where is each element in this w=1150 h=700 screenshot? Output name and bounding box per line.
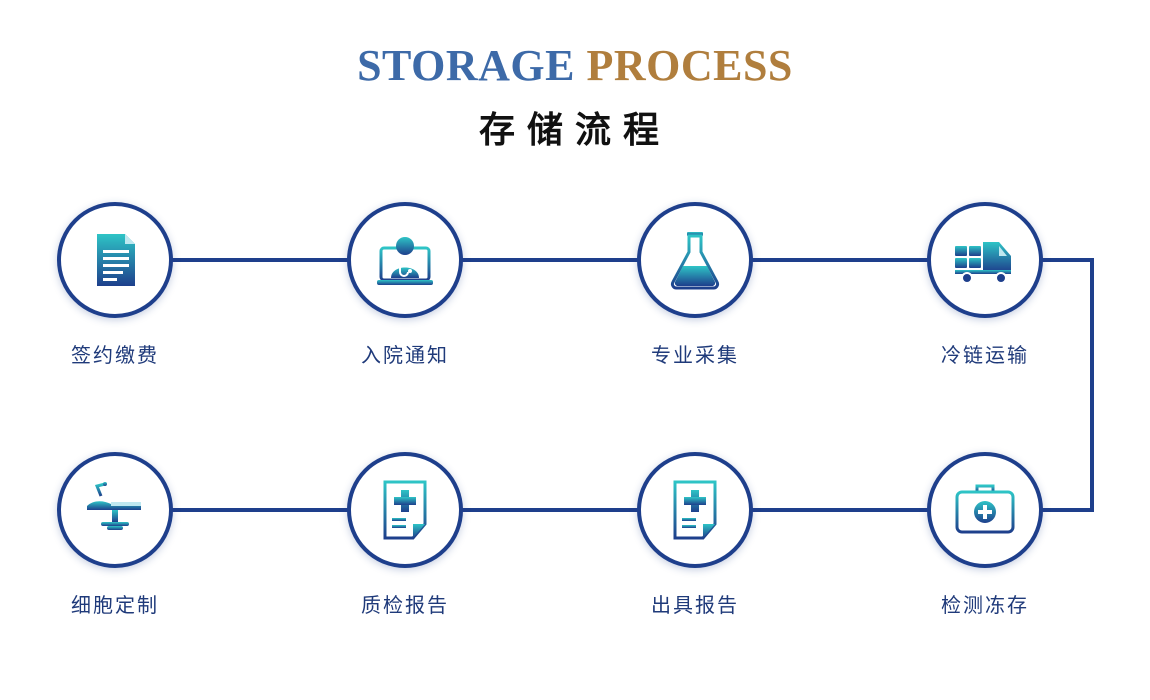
step-label-testing-cryopreservation: 检测冻存 [941, 593, 1029, 617]
truck-icon [955, 242, 1011, 284]
step-label-sign-and-pay: 签约缴费 [71, 343, 159, 367]
step-label-issue-report: 出具报告 [651, 593, 739, 617]
step-issue-report [637, 452, 753, 568]
medical-kit-icon [955, 484, 1015, 534]
flask-icon [670, 232, 720, 290]
operating-table-icon [87, 482, 141, 530]
step-quality-report [347, 452, 463, 568]
title-word-storage: STORAGE [357, 41, 575, 90]
step-label-professional-collection: 专业采集 [651, 343, 739, 367]
page-title-chinese: 存储流程 [478, 109, 671, 151]
step-label-quality-report: 质检报告 [361, 593, 449, 617]
step-label-cell-customization: 细胞定制 [71, 593, 159, 617]
step-cold-chain-transport [927, 202, 1043, 318]
document-icon [97, 234, 135, 286]
step-cell-customization [57, 452, 173, 568]
step-testing-cryopreservation [927, 452, 1043, 568]
step-label-admission-notice: 入院通知 [361, 343, 449, 367]
step-admission-notice [347, 202, 463, 318]
step-sign-and-pay [57, 202, 173, 318]
medical-report-icon [383, 480, 427, 540]
title-word-process: PROCESS [586, 41, 793, 90]
step-professional-collection [637, 202, 753, 318]
page-title-english: STORAGE PROCESS [0, 40, 1150, 92]
medical-report-icon [673, 480, 717, 540]
doctor-icon [377, 237, 433, 285]
step-label-cold-chain-transport: 冷链运输 [941, 343, 1029, 367]
